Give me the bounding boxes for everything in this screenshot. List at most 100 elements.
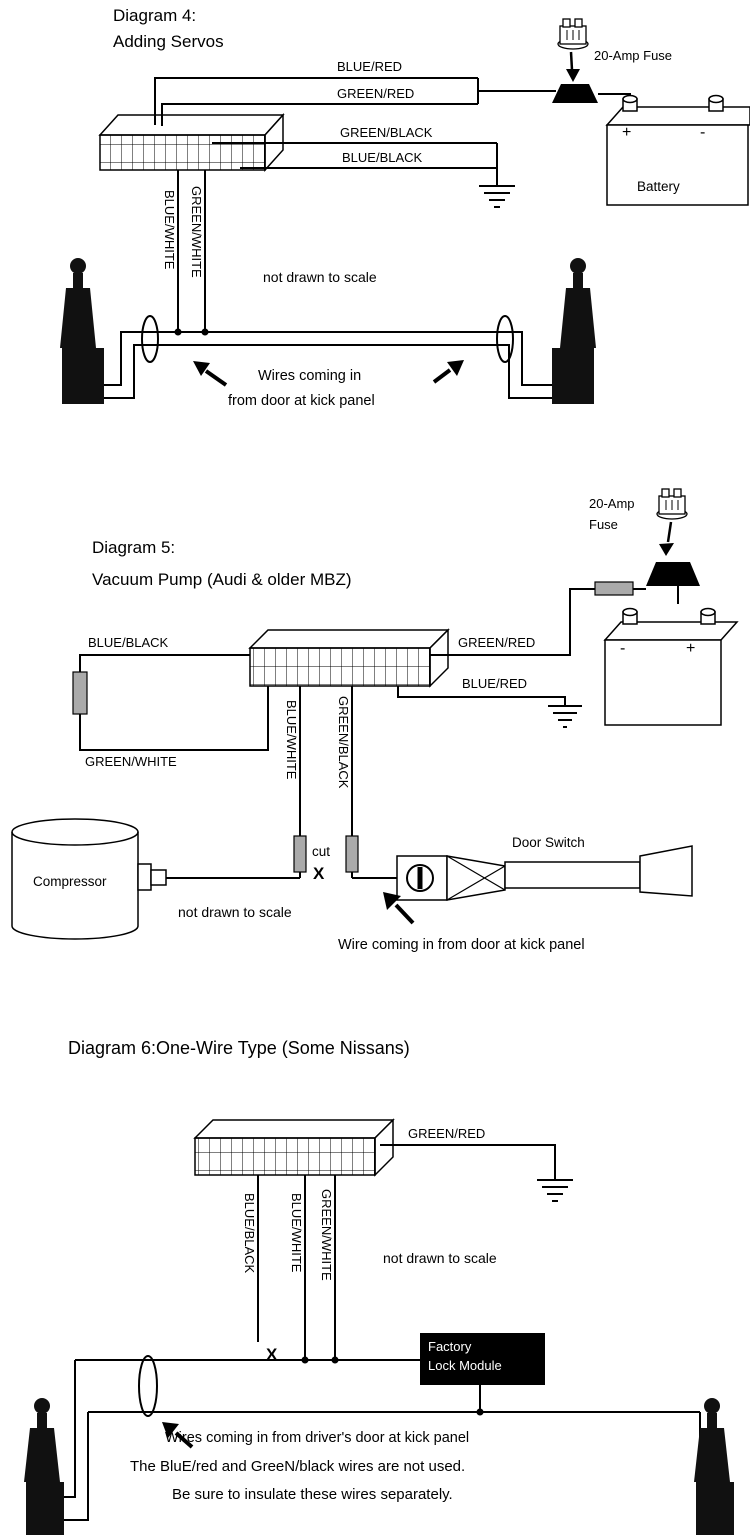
- d5-battery: [603, 607, 739, 726]
- d4-grommet-left: [141, 315, 159, 363]
- junction-dot: [301, 1356, 309, 1364]
- d5-fuse-label-line1: 20-Amp: [589, 496, 635, 511]
- wire-to-fuse: [477, 78, 556, 104]
- d5-connector-block: [248, 628, 450, 688]
- d5-scale-note: not drawn to scale: [178, 904, 292, 920]
- d4-scale-note: not drawn to scale: [263, 269, 377, 285]
- connector-front-face: [194, 1137, 376, 1176]
- d4-servo-right: [552, 258, 596, 404]
- d4-wire-label-blue-black: BLUE/BLACK: [342, 150, 423, 165]
- junction-dot: [331, 1356, 339, 1364]
- d4-wire-label-green-black: GREEN/BLACK: [340, 125, 433, 140]
- d5-title-line1: Diagram 5:: [92, 538, 176, 557]
- compressor-terminal: [150, 869, 167, 886]
- d5-battery-minus: -: [620, 640, 626, 657]
- battery-front-face: [606, 124, 749, 206]
- d4-caption-line1: Wires coming in: [258, 368, 362, 384]
- d6-module-label-line1: Factory: [428, 1339, 472, 1354]
- d6-scale-note: not drawn to scale: [383, 1250, 497, 1266]
- d4-fuse-arrow: [566, 51, 580, 82]
- d5-butt-connector-left: [293, 835, 307, 873]
- d6-wire-label-blue-white: BLUE/WHITE: [289, 1193, 304, 1273]
- junction-dot: [201, 328, 209, 336]
- d4-title-line2: Adding Servos: [113, 32, 224, 51]
- d5-caption: Wire coming in from door at kick panel: [338, 937, 585, 953]
- d6-ground-symbol: [537, 1179, 573, 1202]
- connector-top-face: [248, 629, 450, 649]
- d4-fuse-icon: [557, 18, 589, 50]
- d6-caption: Wires coming in from driver's door at ki…: [165, 1430, 470, 1446]
- d4-arrow-right: [432, 360, 464, 384]
- d6-wire-label-green-red: GREEN/RED: [408, 1126, 486, 1141]
- d5-battery-plus: +: [686, 640, 696, 657]
- d4-connector-block: [98, 113, 285, 172]
- d4-arrow-left: [193, 361, 228, 387]
- connector-top-face: [98, 114, 285, 136]
- d4-title-line1: Diagram 4:: [113, 6, 197, 25]
- d4-battery: [605, 94, 750, 206]
- connector-top-face: [193, 1119, 395, 1139]
- left-servo-wire-a: [64, 1360, 76, 1498]
- d5-wire-label-blue-red: BLUE/RED: [462, 676, 528, 691]
- junction-dot: [174, 328, 182, 336]
- d4-fuse-label: 20-Amp Fuse: [594, 48, 673, 63]
- d6-wire-label-blue-black: BLUE/BLACK: [242, 1193, 257, 1274]
- d5-wire-label-blue-black: BLUE/BLACK: [88, 635, 169, 650]
- d5-compressor-label: Compressor: [33, 874, 107, 889]
- d6-arrow: [162, 1422, 194, 1449]
- connector-front-face: [249, 647, 431, 687]
- wire-blue-black-green-white-loop: [79, 654, 269, 751]
- d4-fuse-holder: [552, 84, 598, 103]
- d5-title-line2: Vacuum Pump (Audi & older MBZ): [92, 570, 352, 589]
- d4-wire-label-green-red: GREEN/RED: [337, 86, 415, 101]
- d6-connector-block: [193, 1118, 395, 1177]
- d4-wire-label-green-white: GREEN/WHITE: [189, 186, 204, 278]
- d5-wire-label-green-red: GREEN/RED: [458, 635, 536, 650]
- d4-caption-line2: from door at kick panel: [228, 393, 375, 409]
- d4-servo-left: [60, 258, 104, 404]
- door-wire-lower: [104, 344, 552, 399]
- d6-note-line1: The BluE/red and GreeN/black wires are n…: [130, 1458, 466, 1475]
- d5-door-switch: [396, 845, 693, 901]
- d4-servo-wiring: [104, 170, 552, 399]
- d5-wire-label-green-white: GREEN/WHITE: [85, 754, 177, 769]
- d5-wire-label-green-black: GREEN/BLACK: [336, 696, 351, 789]
- d5-fuse-label-line2: Fuse: [589, 517, 618, 532]
- wire-blue-red-run: [154, 77, 478, 125]
- d4-battery-minus: -: [700, 124, 706, 141]
- door-wire-upper: [104, 331, 552, 386]
- d6-wire-label-green-white: GREEN/WHITE: [319, 1189, 334, 1281]
- d5-inline-fuse: [594, 581, 634, 596]
- d4-grommet-right: [496, 315, 514, 363]
- connector-front-face: [99, 134, 266, 171]
- d5-ground-symbol: [548, 705, 582, 728]
- wire-blue-red-run: [397, 686, 566, 706]
- wire-green-red-run: [161, 103, 478, 126]
- d6-note-line2: Be sure to insulate these wires separate…: [172, 1486, 453, 1503]
- d4-wires: [154, 77, 556, 169]
- d6-servo-left: [24, 1398, 64, 1535]
- d5-compressor: [11, 818, 167, 940]
- d5-cut-label: cut: [312, 844, 331, 859]
- d5-inline-component: [72, 671, 88, 715]
- d6-title: Diagram 6:One-Wire Type (Some Nissans): [68, 1038, 410, 1058]
- compressor-stub: [137, 863, 152, 891]
- d6-factory-lock-module: [420, 1333, 545, 1385]
- d6-wires: [64, 1144, 701, 1521]
- d6-grommet: [138, 1355, 158, 1417]
- d4-battery-plus: +: [622, 124, 632, 141]
- d6-cut-x-mark: X: [266, 1345, 278, 1364]
- left-servo-wire-b: [64, 1412, 89, 1521]
- d5-butt-connector-right: [345, 835, 359, 873]
- d5-door-switch-label: Door Switch: [512, 835, 585, 850]
- junction-dot: [476, 1408, 484, 1416]
- d5-arrow: [383, 892, 415, 925]
- d4-battery-label: Battery: [637, 179, 680, 194]
- d4-ground-symbol: [479, 143, 515, 208]
- d5-wire-label-blue-white: BLUE/WHITE: [284, 700, 299, 780]
- d5-fuse-icon: [656, 488, 688, 520]
- d5-cut-x-mark: X: [313, 864, 325, 883]
- d5-fuse-arrow: [659, 521, 674, 556]
